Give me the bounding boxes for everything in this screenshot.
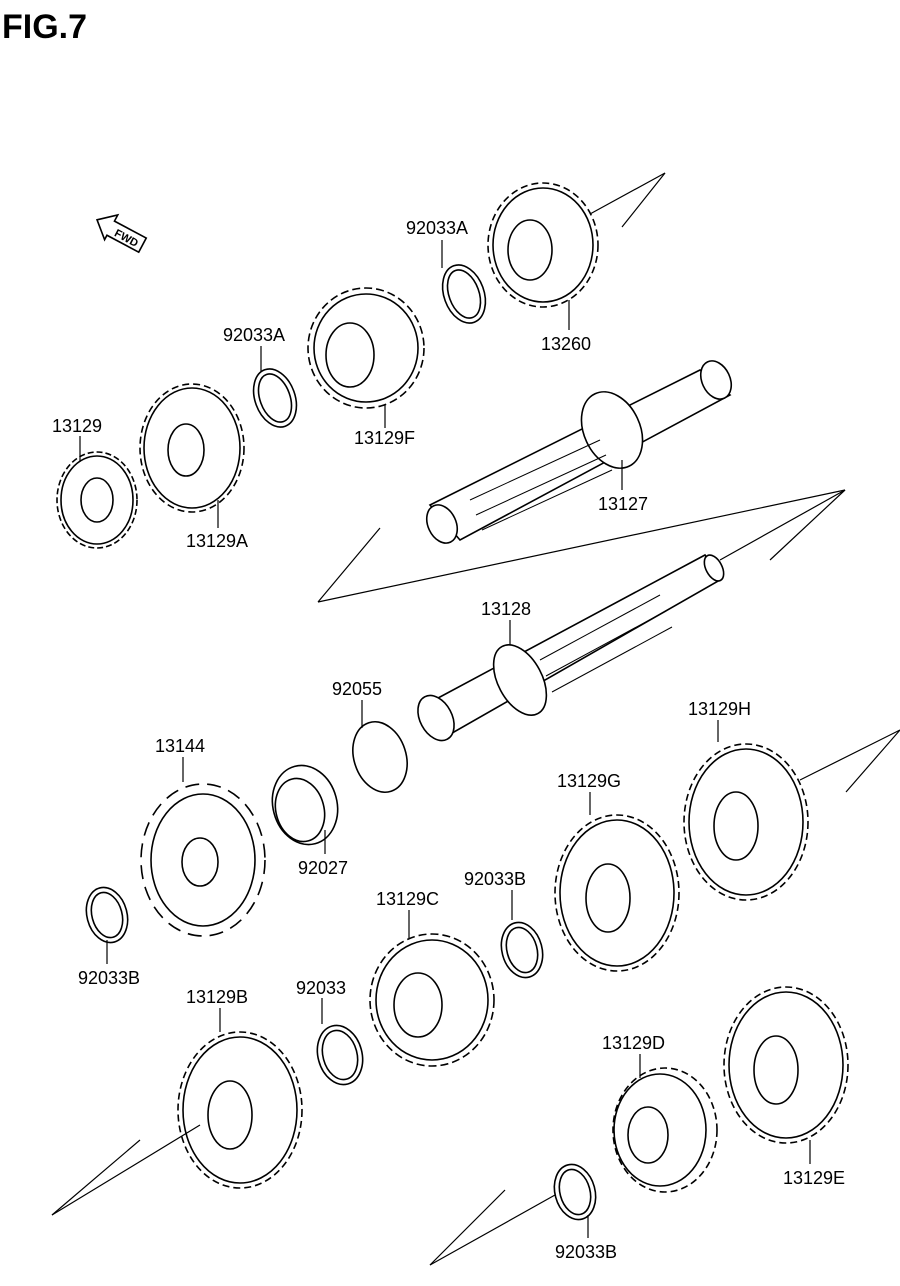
circlip-92033A-2 (441, 264, 487, 324)
callout-13129G: 13129G (557, 771, 621, 791)
callout-92055: 92055 (332, 679, 382, 699)
callout-13129H: 13129H (688, 699, 751, 719)
callout-13129D: 13129D (602, 1033, 665, 1053)
fwd-arrow-icon: FWD (95, 213, 148, 254)
leader-lines (79, 240, 811, 1238)
callout-13129A: 13129A (186, 531, 248, 551)
sprocket-13144 (140, 783, 266, 937)
figure-title: FIG.7 (2, 8, 87, 46)
gear-13129F (307, 287, 425, 409)
gear-13260 (487, 182, 599, 308)
gear-13129A (139, 383, 245, 513)
gear-13129 (56, 451, 138, 549)
callout-13127: 13127 (598, 494, 648, 514)
callout-13129C: 13129C (376, 889, 439, 909)
callout-13129B: 13129B (186, 987, 248, 1007)
driveshaft-13128 (417, 553, 725, 742)
callout-13129F: 13129F (354, 428, 415, 448)
countershaft-13127 (425, 360, 733, 544)
gear-13129C (369, 933, 495, 1067)
gear-13129D (612, 1067, 718, 1193)
circlip-92033 (316, 1024, 364, 1086)
gear-13129H-axis (799, 729, 900, 793)
callout-13129E: 13129E (783, 1168, 845, 1188)
gear-13129H (683, 743, 809, 901)
callout-92033A-1: 92033A (223, 325, 285, 345)
callout-92033: 92033 (296, 978, 346, 998)
circlip-92033B-2 (500, 921, 544, 979)
circlip-92033A-1 (252, 368, 298, 428)
lower-right-axis (429, 1189, 556, 1266)
oring-92055 (352, 721, 408, 793)
callout-13144: 13144 (155, 736, 205, 756)
circlip-92033B-3 (553, 1163, 597, 1221)
lower-axis-lines (719, 489, 846, 561)
gear-13129B-axis (51, 1124, 201, 1216)
fwd-label: FWD (112, 227, 140, 249)
callout-labels: 13129 13129A 92033A 13129F 92033A 13260 … (52, 218, 845, 1262)
callout-13129: 13129 (52, 416, 102, 436)
callout-92027: 92027 (298, 858, 348, 878)
upper-axis-lines (317, 172, 846, 603)
circlip-92033B-1 (85, 886, 129, 944)
callout-13260: 13260 (541, 334, 591, 354)
callout-92033B-2: 92033B (78, 968, 140, 988)
callout-92033A-2: 92033A (406, 218, 468, 238)
collar-92027 (271, 764, 339, 846)
callout-92033B-3: 92033B (555, 1242, 617, 1262)
gear-13129E (723, 986, 849, 1144)
callout-13128: 13128 (481, 599, 531, 619)
gear-13129G (554, 814, 680, 972)
callout-92033B-1: 92033B (464, 869, 526, 889)
gear-13129B (177, 1031, 303, 1189)
